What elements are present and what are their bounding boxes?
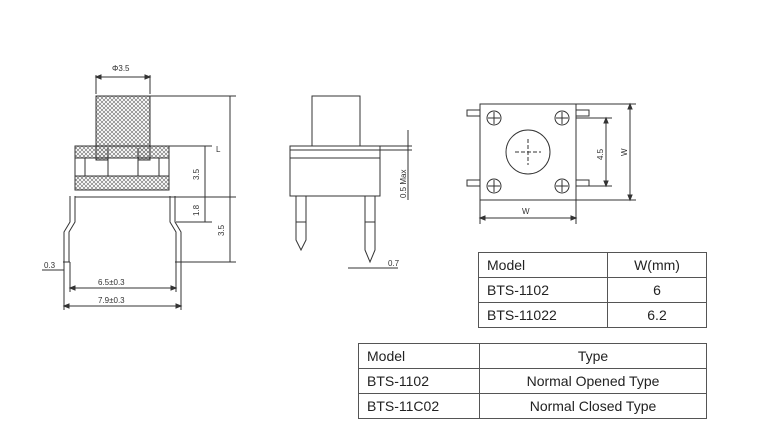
body-height-label: 3.5 [192,168,201,180]
outer-pitch-label: 7.9±0.3 [98,296,125,305]
gap-max-label: 0.5 Max [399,170,408,198]
front-pins [295,196,376,264]
table-cell: 6 [607,277,707,303]
side-height-dimensions: L 3.5 1.8 3.5 [150,95,236,263]
table-row: BTS-11C02 Normal Closed Type [358,393,707,419]
pin-length-label: 3.5 [217,224,226,236]
pin-width-label: 0.7 [388,259,400,268]
switch-housing [74,145,170,198]
table-cell: Normal Opened Type [479,368,707,394]
pin-offset-label: 0.3 [44,261,56,270]
front-body [289,145,381,197]
top-body [479,103,577,201]
table-cell: BTS-1102 [358,368,480,394]
top-dimensions: 4.5 W W [478,102,636,224]
table-cell: BTS-1102 [478,277,608,303]
width-table: Model W(mm) BTS-1102 6 BTS-11022 6.2 [478,252,707,328]
gap-dimension: 0.5 Max [380,130,412,200]
cap-diameter-dimension: Φ3.5 [94,64,152,94]
side-width-dimensions: 0.3 6.5±0.3 7.9±0.3 [42,261,183,310]
table-cell: Normal Closed Type [479,393,707,419]
base-height-label: 1.8 [192,204,201,216]
side-view: Φ3.5 L 3. [42,64,236,310]
table-header-cell: W(mm) [607,252,707,278]
actuator-circle [505,129,551,175]
table-cell: 6.2 [607,302,707,328]
table-row: BTS-1102 Normal Opened Type [358,368,707,394]
type-table: Model Type BTS-1102 Normal Opened Type B… [358,343,707,419]
side-pins [63,196,182,263]
table-cell: BTS-11022 [478,302,608,328]
table-header-row: Model W(mm) [478,252,707,278]
pin-width-dimension: 0.7 [348,259,400,269]
front-actuator [311,95,361,147]
table-row: BTS-1102 6 [478,277,707,303]
side-width-label: W [620,148,629,156]
table-cell: BTS-11C02 [358,393,480,419]
terminal-tabs [466,109,590,187]
table-header-cell: Type [479,343,707,369]
corner-holes [486,110,570,194]
table-header-cell: Model [478,252,608,278]
inner-pitch-label: 6.5±0.3 [98,278,125,287]
overall-height-label: L [216,145,221,154]
inner-size-label: 4.5 [596,148,605,160]
table-header-row: Model Type [358,343,707,369]
top-view: 4.5 W W [466,102,636,224]
table-row: BTS-11022 6.2 [478,302,707,328]
table-header-cell: Model [358,343,480,369]
front-view: 0.5 Max 0.7 [289,95,412,269]
bottom-width-label: W [522,207,530,216]
cap-diameter-label: Φ3.5 [112,64,130,73]
